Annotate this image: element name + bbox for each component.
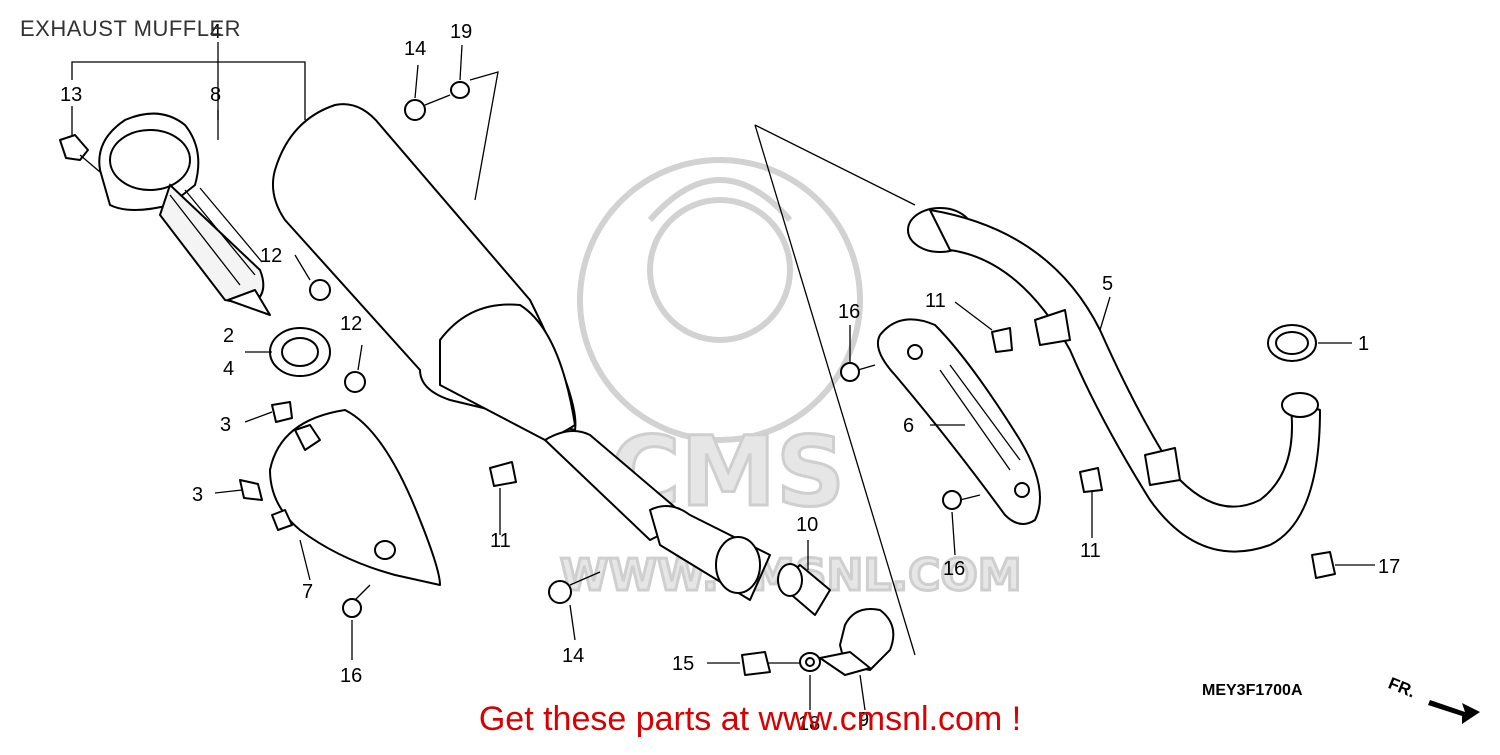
bolt-part-12-a [309, 279, 331, 301]
bolt-part-13 [59, 134, 101, 173]
bolt-part-12-b [344, 371, 366, 393]
callout-18: 18 [798, 713, 820, 735]
clip-part-3-b [239, 479, 263, 501]
callout-12-b: 12 [340, 313, 362, 335]
bolt-part-16-left [342, 584, 371, 618]
group-line-left [754, 124, 916, 656]
group-line-top [754, 124, 916, 206]
callout-7: 7 [302, 581, 313, 603]
heat-shield-part-7 [269, 409, 441, 586]
callout-17: 17 [1378, 556, 1400, 578]
callout-16-top: 16 [838, 301, 860, 323]
callout-4-mid: 4 [223, 358, 234, 380]
callout-3-a: 3 [220, 414, 231, 436]
tail-pipe-part-8 [98, 112, 271, 316]
callout-14-bottom: 14 [562, 645, 584, 667]
sleeve-part-10 [777, 563, 831, 616]
callout-14-top: 14 [404, 38, 426, 60]
callout-11-right: 11 [1080, 540, 1101, 562]
callout-3-b: 3 [192, 484, 203, 506]
callout-9: 9 [858, 709, 869, 731]
heat-protector-part-6 [876, 318, 1041, 525]
callout-15: 15 [672, 653, 694, 675]
promo-banner[interactable]: Get these parts at www.cmsnl.com ! [478, 700, 1022, 738]
callout-6: 6 [903, 415, 914, 437]
clip-part-3-a [271, 401, 293, 423]
callout-1: 1 [1358, 333, 1369, 355]
exhaust-pipe-part-5 [907, 207, 1321, 553]
bracket-line [71, 61, 306, 120]
callout-2: 2 [223, 325, 234, 347]
bolt-part-15 [741, 651, 800, 676]
washer-part-19 [450, 81, 470, 99]
callout-5: 5 [1102, 273, 1113, 295]
callout-13: 13 [60, 84, 82, 106]
muffler-body [272, 103, 771, 601]
callout-12-a: 12 [260, 245, 282, 267]
nut-part-11-top [991, 327, 1013, 353]
bolt-part-16-top [840, 362, 876, 382]
callout-16-right: 16 [943, 558, 965, 580]
gasket-part-2 [269, 327, 331, 377]
washer-part-18 [799, 652, 821, 672]
callout-4-top: 4 [210, 21, 221, 43]
gasket-part-1 [1267, 324, 1317, 362]
nut-part-11-right [1079, 467, 1103, 493]
nut-part-17 [1311, 551, 1336, 579]
callout-8: 8 [210, 84, 221, 106]
callout-10: 10 [796, 514, 818, 536]
callout-11-left: 11 [490, 530, 511, 552]
leader-lines [214, 44, 1375, 711]
diagram-title: EXHAUST MUFFLER [20, 16, 242, 41]
bolt-part-16-right [942, 490, 981, 510]
nut-part-11-left [489, 461, 517, 487]
band-clamp-part-9 [819, 608, 895, 676]
callout-labels: 4 19 14 13 8 12 12 2 4 3 3 7 16 11 14 10… [60, 21, 1400, 735]
callout-11-top: 11 [925, 290, 946, 312]
callout-19: 19 [450, 21, 472, 43]
bolt-part-14-bottom [548, 571, 601, 604]
diagram-code: MEY3F1700A [1202, 682, 1303, 699]
front-arrow-icon [1428, 700, 1480, 724]
callout-16-left: 16 [340, 665, 362, 687]
bolt-part-14-top [404, 94, 451, 121]
